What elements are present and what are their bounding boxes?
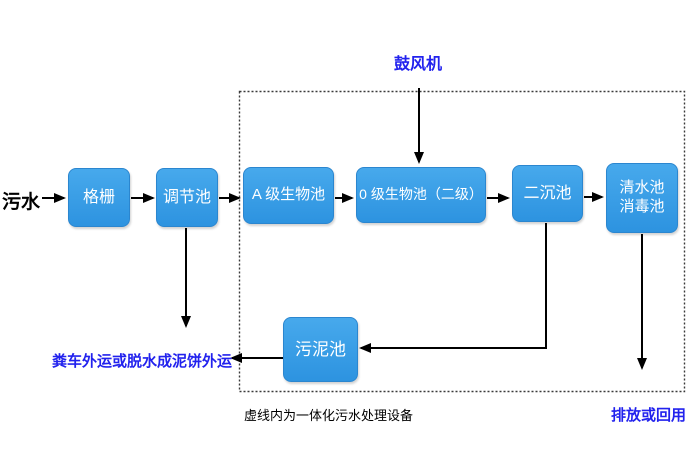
node-sludge-tank: 污泥池 <box>283 317 358 382</box>
equipment-boundary-dashed-box <box>238 90 686 393</box>
node-regulation-tank: 调节池 <box>156 168 218 227</box>
sludge-haulage-label: 粪车外运或脱水成泥饼外运 <box>52 353 233 370</box>
node-clearwater-disinfection-tank: 清水池 消毒池 <box>606 163 678 233</box>
node-secondary-sedimentation-label: 二沉池 <box>523 184 572 202</box>
node-sludge-tank-label: 污泥池 <box>295 339 346 359</box>
node-secondary-sedimentation-tank: 二沉池 <box>512 165 583 222</box>
node-clearwater-label: 清水池 <box>619 179 665 197</box>
dashed-boundary-caption: 虚线内为一体化污水处理设备 <box>244 408 414 423</box>
arrow-sedimentation-to-sludge-tank <box>359 223 547 353</box>
node-regulation-tank-label: 调节池 <box>162 188 211 206</box>
blower-label: 鼓风机 <box>394 56 443 73</box>
node-grid-label: 格栅 <box>82 188 115 206</box>
node-grid: 格栅 <box>68 168 130 227</box>
sewage-inlet-label: 污水 <box>2 192 41 213</box>
node-a-bio-tank: A 级生物池 <box>243 167 334 224</box>
node-o-bio-tank-label: 0 级生物池（二级） <box>359 186 483 203</box>
discharge-reuse-label: 排放或回用 <box>611 407 687 424</box>
node-disinfection-label: 消毒池 <box>619 198 665 215</box>
node-a-bio-tank-label: A 级生物池 <box>251 186 326 204</box>
node-o-bio-tank: 0 级生物池（二级） <box>356 167 486 223</box>
